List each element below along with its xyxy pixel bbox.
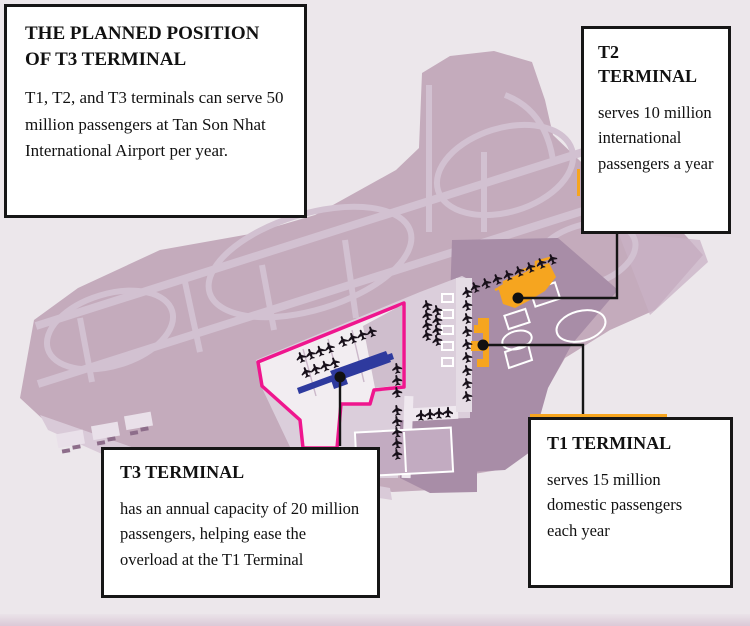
info-box-body: T1, T2, and T3 terminals can serve 50 mi… <box>25 88 284 161</box>
callout-dots <box>334 292 524 383</box>
t2-box-orange-accent <box>577 169 580 196</box>
info-box-planned-position: THE PLANNED POSITION OF T3 TERMINAL T1, … <box>4 4 307 218</box>
t1-box-orange-accent <box>530 414 667 417</box>
t1-dot <box>477 339 489 351</box>
t2-connector <box>518 231 619 300</box>
callout-box-t2: T2 TERMINAL serves 10 million internatio… <box>581 26 731 234</box>
callout-box-t3: T3 TERMINAL has an annual capacity of 20… <box>101 447 380 598</box>
bottom-gradient-strip <box>0 614 750 626</box>
terminal-zone-dark <box>450 238 618 472</box>
hangar-buildings <box>55 411 154 454</box>
info-box-title: THE PLANNED POSITION OF T3 TERMINAL <box>25 23 260 70</box>
t3-dot <box>334 371 346 383</box>
callout-box-t1: T1 TERMINAL serves 15 million domestic p… <box>528 417 733 588</box>
t3-box-body: has an annual capacity of 20 million pas… <box>120 498 360 569</box>
t2-box-title: T2 TERMINAL <box>598 42 698 86</box>
callout-connectors <box>338 231 619 446</box>
t1-box-title: T1 TERMINAL <box>547 433 672 453</box>
t2-dot <box>512 292 524 304</box>
t1-box-body: serves 15 million domestic passengers ea… <box>547 469 683 540</box>
t3-box-title: T3 TERMINAL <box>120 462 245 482</box>
t1-connector <box>483 343 585 416</box>
t2-box-body: serves 10 million international passenge… <box>598 102 714 173</box>
airport-body-wing <box>618 232 708 315</box>
